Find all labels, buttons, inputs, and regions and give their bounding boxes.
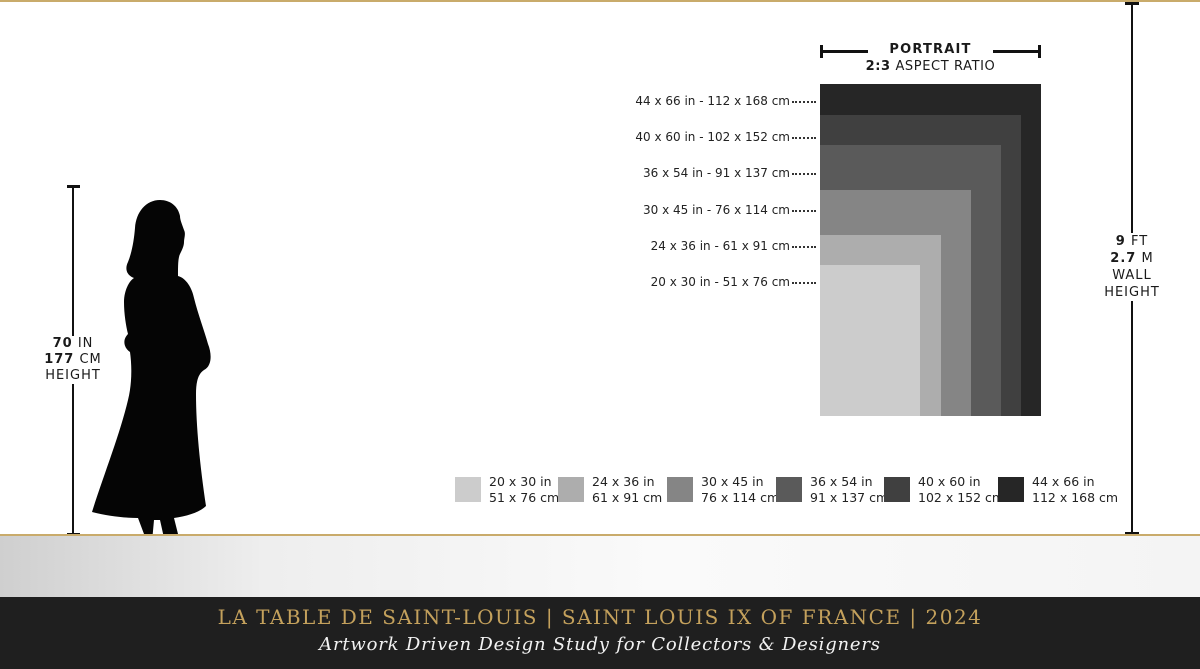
portrait-width-right-line <box>993 50 1041 53</box>
person-height-in-unit: IN <box>77 336 94 351</box>
portrait-width-right-cap <box>1038 45 1041 58</box>
person-height-in-value: 70 <box>52 336 73 351</box>
portrait-header: PORTRAIT 2:3 ASPECT RATIO <box>820 42 1041 78</box>
size-row-label: 24 x 36 in - 61 x 91 cm <box>650 238 790 253</box>
size-row-label: 36 x 54 in - 91 x 137 cm <box>643 166 790 181</box>
top-gold-line <box>0 0 1200 2</box>
footer-banner: LA TABLE DE SAINT-LOUIS | SAINT LOUIS IX… <box>0 597 1200 669</box>
floor-gold-line <box>0 534 1200 536</box>
size-row-leader-dots <box>792 245 816 248</box>
size-row-label: 40 x 60 in - 102 x 152 cm <box>635 130 790 145</box>
size-row-leader-dots <box>792 173 816 176</box>
person-height-label: 70 IN 177 CM HEIGHT <box>38 336 108 384</box>
size-row-leader-dots <box>792 101 816 103</box>
size-row-label: 44 x 66 in - 112 x 168 cm <box>635 94 790 108</box>
wall-height-m-unit: M <box>1141 251 1154 266</box>
wall-height-ft-value: 9 <box>1115 234 1126 249</box>
aspect-ratio-value: 2:3 <box>865 59 891 74</box>
size-rect-20x30 <box>820 265 920 416</box>
legend-inches: 44 x 66 in <box>1032 474 1095 489</box>
size-row-label: 20 x 30 in - 51 x 76 cm <box>650 275 790 289</box>
legend-centimeters: 76 x 114 cm <box>701 490 780 505</box>
legend-swatch <box>998 477 1024 502</box>
legend-swatch <box>776 477 802 502</box>
aspect-ratio-line: 2:3 ASPECT RATIO <box>820 59 1041 74</box>
legend-centimeters: 91 x 137 cm <box>810 490 889 505</box>
size-row-leader-dots <box>792 137 816 140</box>
legend-inches: 30 x 45 in <box>701 474 764 489</box>
size-row-label: 30 x 45 in - 76 x 114 cm <box>643 202 790 217</box>
wall-height-caption-1: WALL <box>1112 268 1152 283</box>
person-height-caption: HEIGHT <box>45 368 101 383</box>
wall-height-label: 9 FT 2.7 M WALL HEIGHT <box>1094 233 1170 301</box>
legend-inches: 36 x 54 in <box>810 474 873 489</box>
legend-inches: 20 x 30 in <box>489 474 552 489</box>
floor <box>0 536 1200 597</box>
size-row-leader-dots <box>792 209 816 212</box>
wall-height-caption-2: HEIGHT <box>1104 285 1160 300</box>
footer-subtitle: Artwork Driven Design Study for Collecto… <box>319 634 881 655</box>
legend-centimeters: 112 x 168 cm <box>1032 490 1119 505</box>
legend-swatch <box>884 477 910 502</box>
wall-height-bottom-cap <box>1125 532 1139 535</box>
person-height-cm-unit: CM <box>79 352 102 367</box>
portrait-width-left-line <box>820 50 868 53</box>
legend-swatch <box>667 477 693 502</box>
aspect-ratio-text: ASPECT RATIO <box>895 59 996 74</box>
legend-swatch <box>455 477 481 502</box>
legend-centimeters: 61 x 91 cm <box>592 490 663 505</box>
legend-centimeters: 51 x 76 cm <box>489 490 560 505</box>
legend-swatch <box>558 477 584 502</box>
person-height-cm-value: 177 <box>44 352 75 367</box>
wall-height-ft-unit: FT <box>1130 234 1149 249</box>
size-row-leader-dots <box>792 282 816 284</box>
woman-silhouette <box>92 200 211 545</box>
legend-inches: 24 x 36 in <box>592 474 655 489</box>
legend-inches: 40 x 60 in <box>918 474 981 489</box>
legend-centimeters: 102 x 152 cm <box>918 490 1005 505</box>
wall-height-m-value: 2.7 <box>1110 251 1137 266</box>
footer-title: LA TABLE DE SAINT-LOUIS | SAINT LOUIS IX… <box>217 605 983 629</box>
portrait-title: PORTRAIT <box>889 42 972 57</box>
